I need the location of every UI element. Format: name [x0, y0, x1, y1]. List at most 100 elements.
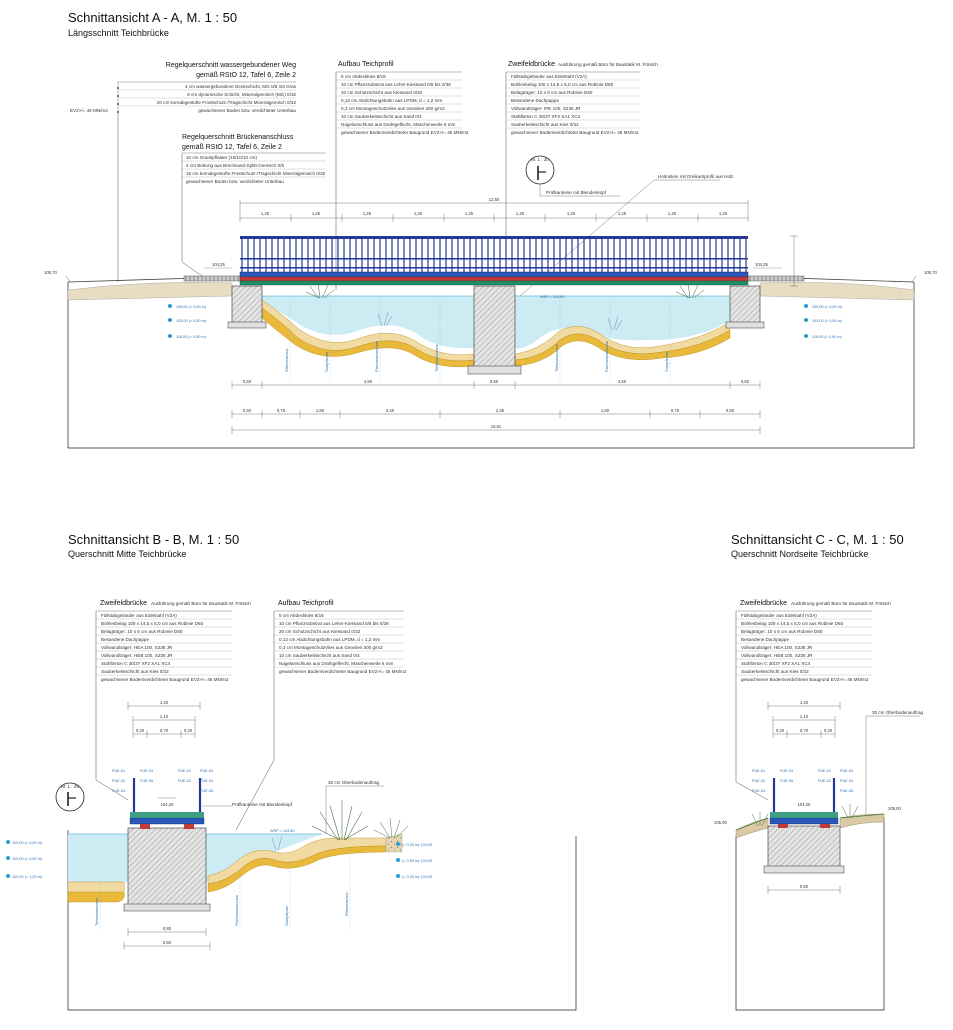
legend-bruecke-note: Ausführung gemäß Büro für Baustatik M. F…	[151, 601, 251, 606]
element-tag: FUE-05	[140, 779, 153, 783]
element-tag: FUE-02	[752, 779, 765, 783]
bridge-deck	[239, 271, 749, 278]
note-oberboden: 30 cm Oberbodenauftrag	[328, 780, 380, 785]
dim-top: 1,25	[516, 211, 525, 216]
abutment-section	[767, 825, 841, 871]
water-plant-icon	[377, 311, 623, 331]
legend-teich-line: 5 cm Abdeckkies 8/16	[341, 74, 386, 79]
legend-bruecke-line: Sauberkeitsschicht aus Kies 0/32	[511, 122, 579, 127]
bridge-beam	[184, 824, 194, 829]
ground-bb	[67, 830, 577, 1011]
note-rollkante: Prüfkanteine mit Blendenkopf	[232, 802, 293, 807]
bridge-aa: 104,25 104,25	[183, 236, 805, 286]
level-left-cc: 105,00	[714, 820, 727, 825]
zone-label: Sumpfzone	[324, 351, 329, 372]
pond-bb: WSP = 103,60	[67, 829, 403, 903]
legend-bruecke-line: Besandene Dachpappe	[741, 637, 789, 642]
dim-low: 1,80	[601, 408, 610, 413]
level-water-aa: WSP = 103,60	[540, 295, 565, 299]
abutment-bb	[123, 827, 211, 912]
legend-teich-title: Aufbau Teichprofil	[278, 600, 334, 607]
legend-teich-line: Nagelanschluss aus Drahtgeflecht, Masche…	[279, 661, 394, 666]
legend-weg-line: 20 cm kornabgestufte Frostschutz-/Tragsc…	[157, 100, 297, 105]
section-cc-title: Schnittansicht C - C, M. 1 : 50	[731, 532, 904, 547]
water-level-tags-aa: 105,00 (> 0,00 m) 103,00 (> 0,50 m) 118,…	[168, 304, 843, 339]
legend-bruecke-line: Vollwandträger: HEB 100, S235 JR	[101, 653, 173, 658]
legend-bruecke-bb: Zweifeldbrücke Ausführung gemäß Büro für…	[95, 600, 251, 801]
section-bb: Schnittansicht B - B, M. 1 : 50 Querschn…	[6, 532, 577, 1011]
dim-low: 0,75	[277, 408, 286, 413]
legend-bruecke-note: Ausführung gemäß Büro für Baustatik M. F…	[791, 601, 891, 606]
legend-bruecke-line: Bohlenbelag 100 x 14,5 x 5,0 cm aus Robi…	[101, 621, 204, 626]
tags-cc: FUE-01 FUE-02 FUE-03 FUE-04 FUE-05 FUE-0…	[752, 769, 853, 793]
section-bb-subtitle: Querschnitt Mitte Teichbrücke	[68, 549, 186, 559]
dim-bottom: 0,50	[163, 940, 172, 945]
scale-label: M. 1 : 20	[531, 157, 549, 162]
legend-anschluss: Regelquerschnitt Brückenanschluss gemäß …	[181, 134, 326, 279]
dim-top: 1,25	[668, 211, 677, 216]
legend-anschluss-line: gewachsener Boden bzw. verdichteter Unte…	[186, 179, 284, 184]
dim-chain-top-aa: 12,50 1,25 1,25 1,25 1,25 1,25 1,25 1,25…	[239, 197, 749, 222]
scale-marker-bb: M. 1 : 25	[55, 782, 85, 812]
grass-plant-icon	[751, 804, 859, 827]
reed-plant-icon	[675, 282, 705, 299]
legend-anschluss-line: 15 cm kornabgestufte Frostschutz-/Tragsc…	[186, 171, 326, 176]
dim-top: 0,20	[136, 728, 145, 733]
abutment-cc	[763, 825, 845, 874]
dim-top: 1,10	[160, 714, 169, 719]
legend-teich-line: gewachsener Boden/verdichteter Baugrund …	[341, 130, 469, 135]
dim-top: 1,10	[800, 714, 809, 719]
note-holmstein: Holmstein mit Dreikantprofil aus Holz	[658, 174, 734, 179]
legend-bruecke-line: Besandene Dachpappe	[101, 637, 149, 642]
dim-top: 1,40	[800, 700, 809, 705]
legend-teich-line: gewachsener Boden/verdichteter Baugrund …	[279, 669, 407, 674]
shrub-plant-icon	[373, 817, 409, 839]
dim-top: 1,25	[363, 211, 372, 216]
section-aa-subtitle: Längsschnitt Teichbrücke	[68, 28, 169, 38]
bridge-beam	[820, 824, 830, 828]
bridge-deck	[769, 817, 839, 825]
element-tag: FUE-02	[178, 779, 191, 783]
legend-teich-line: 10 cm Sauberkeitsschicht aus Sand 0/4	[279, 653, 360, 658]
dim-top: 1,25	[312, 211, 321, 216]
legend-teich-line: 10 cm Pflanzsubstrat aus Lehm-Kiessand 0…	[341, 82, 451, 87]
bridge-bb: 104,25	[129, 778, 205, 829]
zone-label: Tiefwasserzone	[434, 343, 439, 372]
plant-icons-aa	[305, 282, 705, 331]
element-tag: FUE-01	[178, 769, 191, 773]
tags-bb: FUE-01 FUE-02 FUE-03 FUE-04 FUE-05 FUE-0…	[112, 769, 213, 793]
dim-mid: 0,50	[243, 379, 252, 384]
level-tag: 105,00 (> 0,00 m)	[176, 305, 207, 309]
dim-mid: 4,50	[618, 379, 627, 384]
legend-bruecke-title: Zweifeldbrücke	[100, 600, 147, 607]
dim-top: 1,25	[618, 211, 627, 216]
element-tag: FUE-01	[818, 769, 831, 773]
element-tag: FUE-04	[840, 779, 853, 783]
abutments-aa	[227, 285, 765, 375]
legend-bruecke-line: Vollwandträger: IPE 100, S235 JR	[511, 106, 581, 111]
legend-bruecke-line: gewachsener Boden/verdichteter Baugrund …	[101, 677, 229, 682]
level-deck-right: 104,25	[755, 262, 768, 267]
legend-bruecke-title: Zweifeldbrücke	[740, 600, 787, 607]
level-tag: 103,00 (> 0,00 m)	[12, 841, 43, 845]
legend-bruecke-note: Ausführung gemäß Büro für Baustatik M. F…	[558, 62, 658, 67]
element-tag: FUE-05	[200, 789, 213, 793]
dim-total-top: 12,50	[489, 197, 500, 202]
legend-teich-line: 0,12 cm Abdichtungsbahn aus LPDM, d = 1,…	[341, 98, 442, 103]
section-cc-subtitle: Querschnitt Nordseite Teichbrücke	[731, 549, 868, 559]
dim-chain-low-aa: 0,50 0,75 1,80 3,40 2,35 1,80 0,75 0,50 …	[231, 235, 798, 434]
dim-low: 1,80	[316, 408, 325, 413]
legend-weg-line: 8 cm dynamische Schicht, Mineralgemisch …	[187, 92, 296, 97]
dim-top: 1,25	[414, 211, 423, 216]
legend-bruecke-line: Besandene Dachpappe	[511, 98, 559, 103]
legend-teich-aa: Aufbau Teichprofil 5 cm Abdeckkies 8/16 …	[335, 61, 469, 290]
legend-bruecke-aa: Zweifeldbrücke Ausführung gemäß Büro für…	[505, 61, 658, 240]
dim-top: 1,25	[567, 211, 576, 216]
bridge-deck	[129, 817, 205, 825]
zone-label: Tiefwasserzone	[94, 897, 99, 926]
level-right-cc: 105,00	[888, 806, 901, 811]
dim-top: 0,70	[160, 728, 169, 733]
zone-label: Tiefwasserzone	[554, 343, 559, 372]
dim-chain-top-bb: 1,40 1,10 0,20 0,70 0,20	[127, 700, 201, 738]
